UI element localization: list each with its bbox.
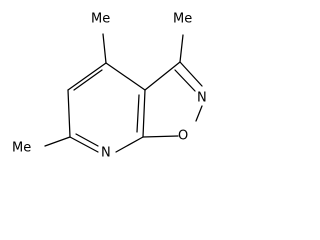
- methyl-bond-top-left: [102, 33, 107, 64]
- nitrogen-oxazole-label: N: [197, 91, 207, 106]
- methyl-bottom-left-label: Me: [12, 141, 31, 156]
- bond-c6-n7: [69, 136, 99, 153]
- bond-c4-c5-inner: [73, 69, 103, 91]
- methyl-top-left-label: Me: [91, 12, 110, 27]
- methyl-bond-top-right: [179, 34, 184, 63]
- bond-n2-o1: [195, 105, 203, 122]
- bond-n7-c7a: [115, 136, 144, 153]
- bond-c3a-c4: [105, 62, 146, 91]
- bond-c3-n2-inner: [174, 69, 196, 92]
- bond-c3a-c3: [144, 61, 181, 91]
- bond-c3-n2: [179, 61, 203, 87]
- bond-c5-c6: [67, 89, 71, 138]
- methyl-bond-bottom-left: [44, 136, 71, 147]
- bond-c6-n7-inner: [75, 133, 99, 147]
- oxygen-label: O: [178, 129, 188, 144]
- bond-o1-c7a: [142, 135, 179, 138]
- chemical-structure-diagram: Me Me Me N N O: [12, 12, 207, 161]
- bond-c7a-c3a-inner: [136, 94, 140, 133]
- nitrogen-ring-label: N: [101, 146, 111, 161]
- bond-c4-c5: [67, 62, 107, 91]
- methyl-top-right-label: Me: [173, 12, 192, 27]
- bond-c7a-c3a: [142, 89, 146, 138]
